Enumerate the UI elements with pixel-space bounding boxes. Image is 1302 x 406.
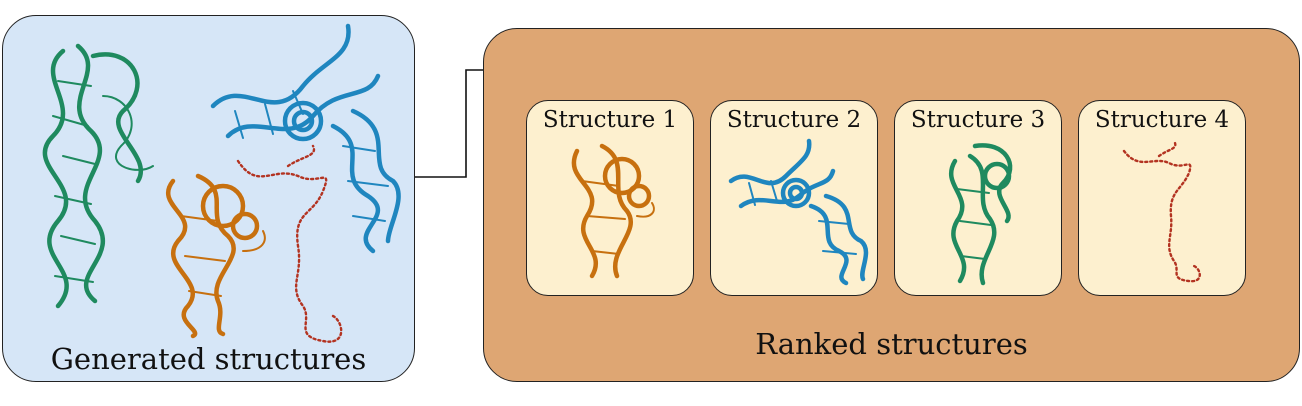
structure-card-4: Structure 4 (1078, 100, 1246, 296)
ranked-structures-panel: Structure 1 Structure 2 (483, 28, 1300, 382)
molecule-orange (165, 173, 266, 339)
structure-card-title: Structure 1 (542, 107, 678, 133)
structure-4-molecule (1122, 141, 1201, 283)
structure-card-title: Structure 4 (1094, 107, 1230, 133)
structure-2-molecule (728, 138, 869, 286)
structure-1-molecule (571, 143, 655, 279)
molecule-green (42, 43, 154, 309)
structure-card-2: Structure 2 (710, 100, 878, 296)
generated-structures-caption: Generated structures (50, 342, 367, 376)
molecule-blue (210, 23, 401, 254)
molecule-red (236, 144, 343, 343)
structure-card-title: Structure 2 (726, 107, 862, 133)
structure-card-1: Structure 1 (526, 100, 694, 296)
structure-card-3: Structure 3 (894, 100, 1062, 296)
structure-card-title: Structure 3 (910, 107, 1046, 133)
structure-3-molecule (948, 143, 1013, 286)
generated-molecules (42, 23, 401, 343)
generated-structures-panel: Generated structures (2, 15, 415, 382)
ranked-structures-caption: Ranked structures (755, 327, 1028, 361)
